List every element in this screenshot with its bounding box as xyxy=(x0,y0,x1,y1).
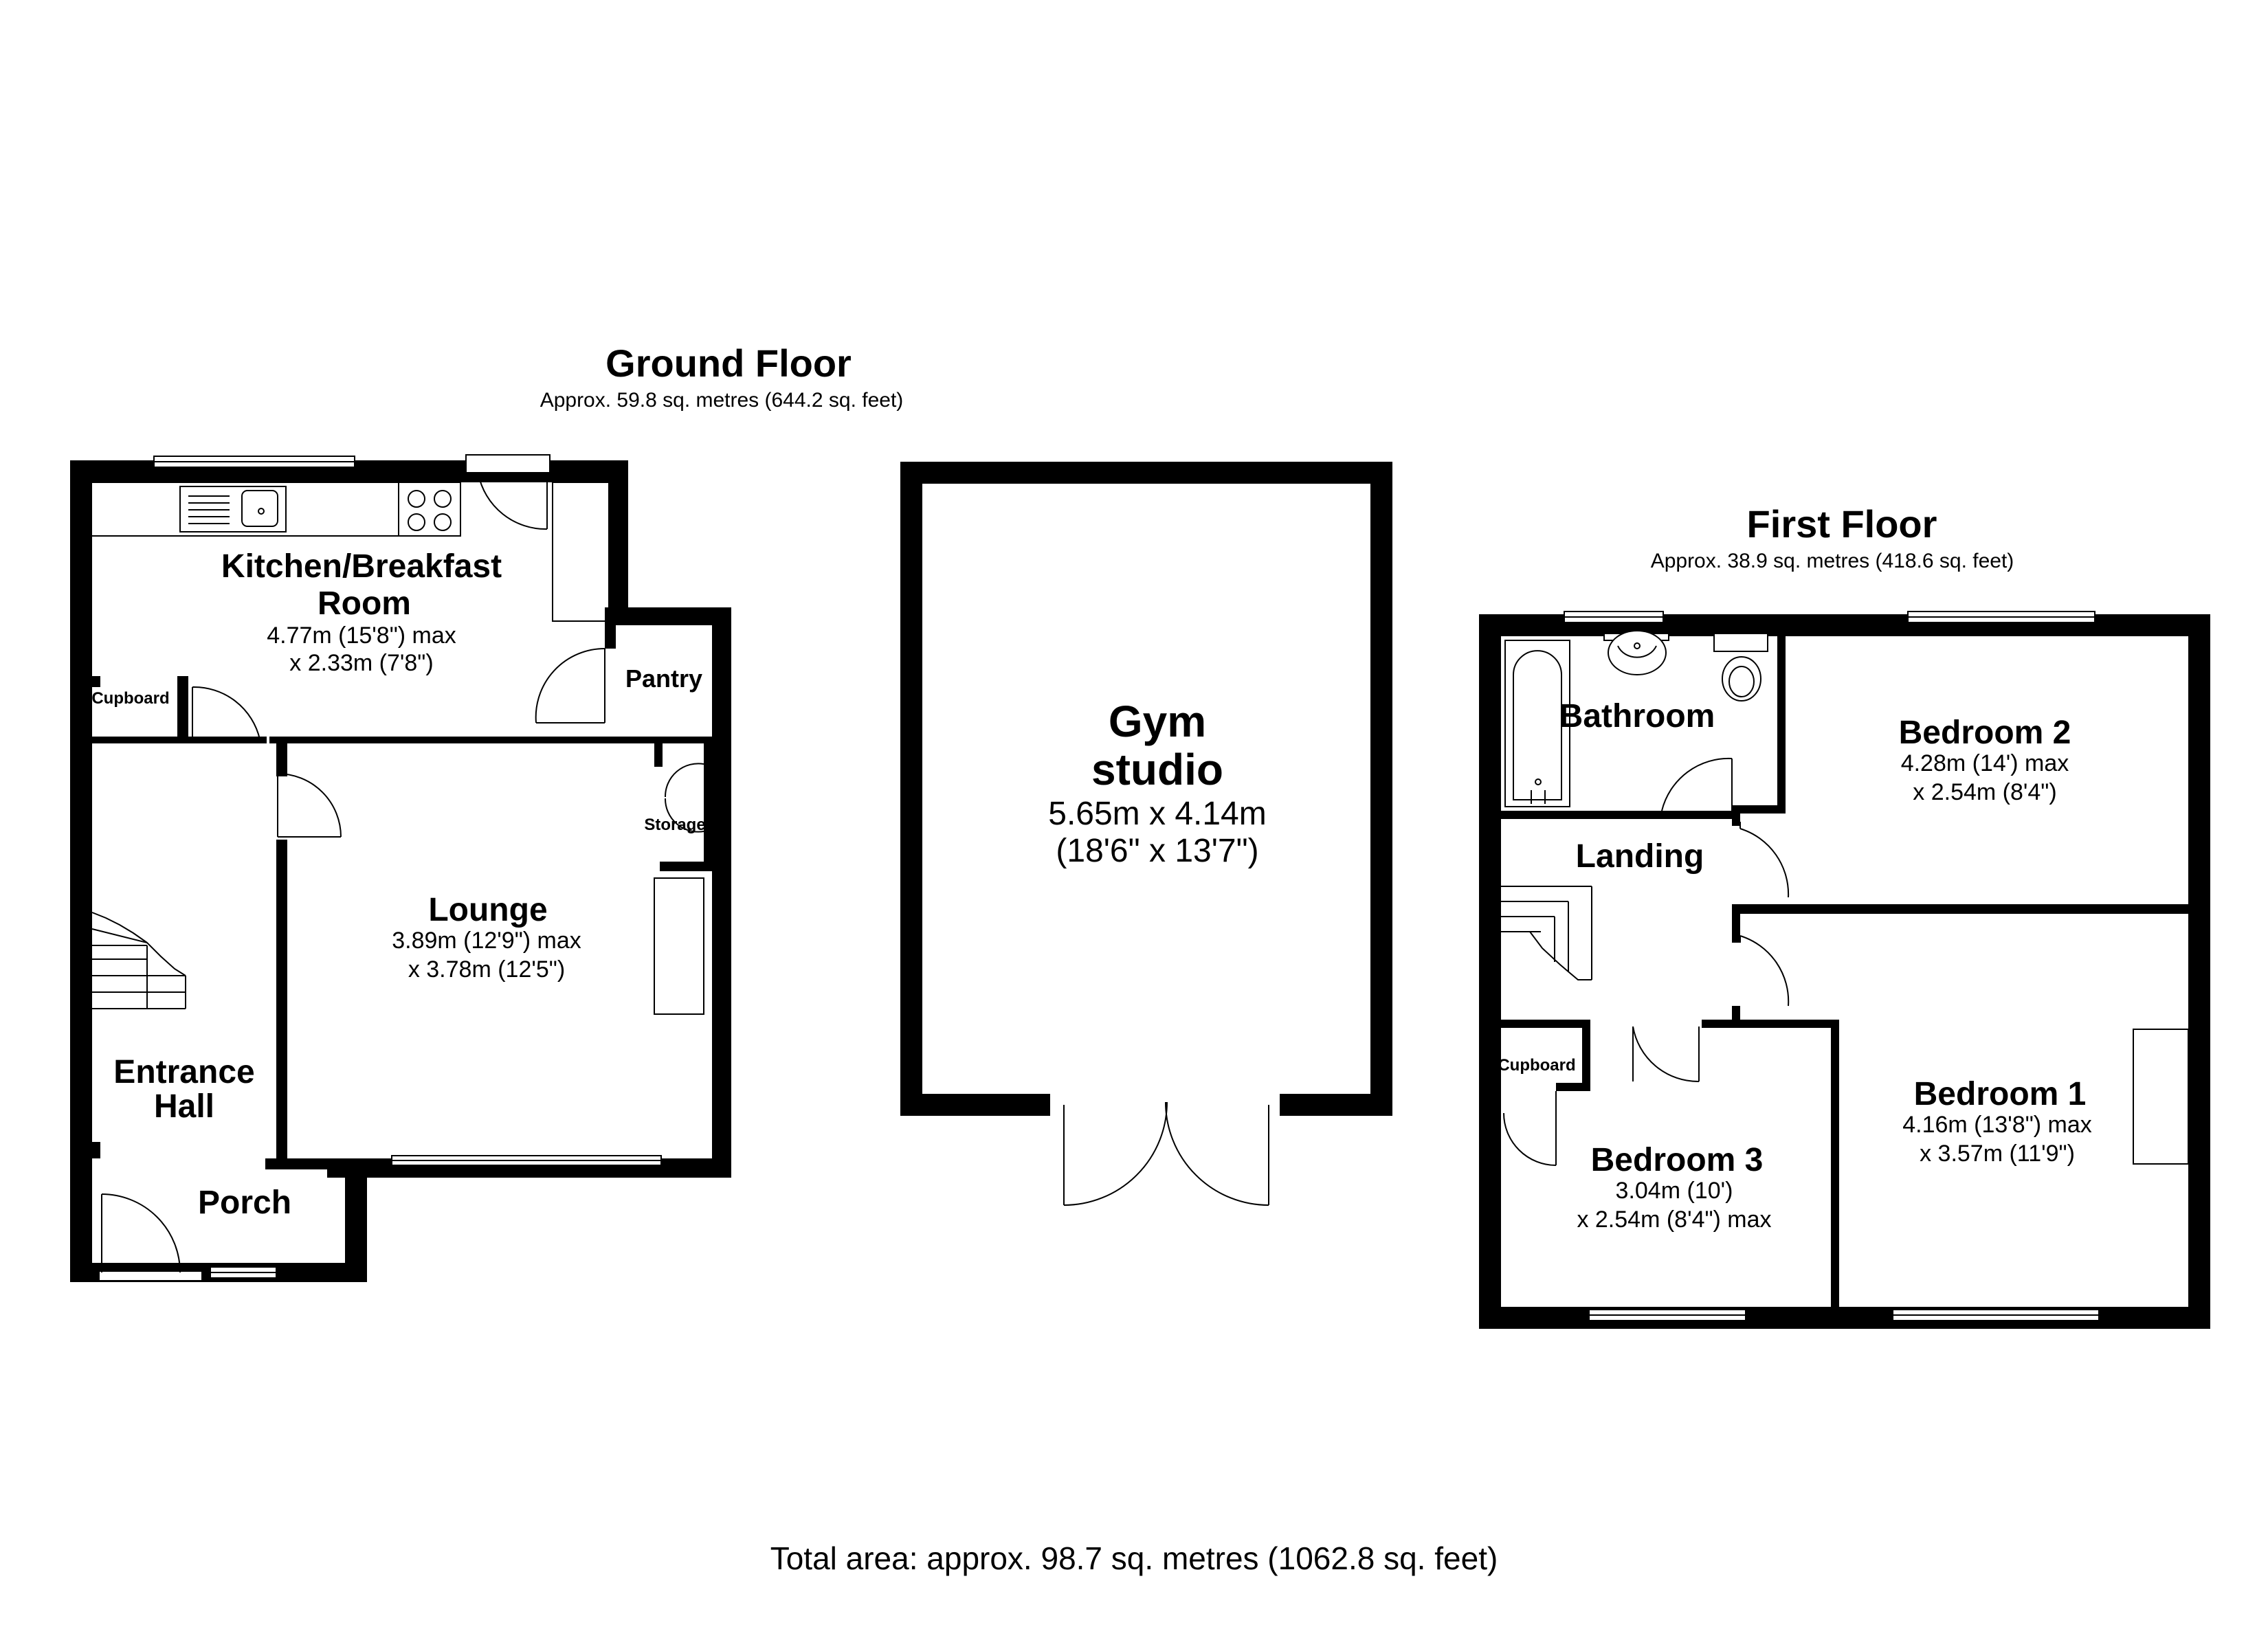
basin-icon xyxy=(1608,630,1667,675)
kitchen-dim-line1: 4.77m (15'8") max xyxy=(267,622,456,649)
ground-floor-title: Ground Floor xyxy=(605,341,852,385)
lounge-dim-line1: 3.89m (12'9") max xyxy=(392,928,581,954)
entrance-hall-name-line1: Entrance xyxy=(113,1054,254,1090)
bedroom3-dim-line2: x 2.54m (8'4") max xyxy=(1577,1207,1771,1233)
bedroom1-chimney-breast xyxy=(2133,1029,2189,1165)
first-floor-title: First Floor xyxy=(1747,502,1937,546)
total-area: Total area: approx. 98.7 sq. metres (106… xyxy=(770,1540,1498,1576)
kitchen-name-line2: Room xyxy=(318,585,411,622)
stairs-icon xyxy=(91,912,186,1009)
bedroom1-name: Bedroom 1 xyxy=(1914,1076,2087,1112)
ground-floor-area: Approx. 59.8 sq. metres (644.2 sq. feet) xyxy=(540,389,904,412)
ground-floor-windows xyxy=(98,456,662,1281)
first-cupboard-name: Cupboard xyxy=(1498,1056,1575,1075)
bedroom1-dim-line2: x 3.57m (11'9") xyxy=(1920,1141,2075,1167)
lounge-name: Lounge xyxy=(428,892,547,928)
hob-icon xyxy=(398,482,461,537)
bathroom-fixtures xyxy=(1504,630,1768,807)
gym-studio-plan: Gym studio 5.65m x 4.14m (18'6" x 13'7") xyxy=(900,462,1392,1206)
gym-name-line2: studio xyxy=(1091,745,1223,794)
first-floor-plan: First Floor Approx. 38.9 sq. metres (418… xyxy=(1479,502,2210,1329)
kitchen-name-line1: Kitchen/Breakfast xyxy=(221,548,502,585)
ground-cupboard-name: Cupboard xyxy=(91,689,169,708)
first-floor-area: Approx. 38.9 sq. metres (418.6 sq. feet) xyxy=(1651,550,2014,572)
first-floor-doors xyxy=(1503,757,1790,1166)
kitchen-dim-line2: x 2.33m (7'8") xyxy=(289,650,433,676)
bedroom2-name: Bedroom 2 xyxy=(1899,715,2071,751)
gym-dim-line2: (18'6" x 13'7") xyxy=(1056,833,1258,869)
bedroom2-dim-line1: 4.28m (14') max xyxy=(1901,750,2069,776)
pantry-name: Pantry xyxy=(625,664,702,693)
bedroom1-dim-line1: 4.16m (13'8") max xyxy=(1902,1112,2092,1138)
bathroom-name: Bathroom xyxy=(1559,698,1715,734)
bedroom3-name: Bedroom 3 xyxy=(1591,1142,1764,1178)
ground-floor-doors xyxy=(101,454,704,1273)
double-door-icon xyxy=(1063,1101,1269,1206)
landing-name: Landing xyxy=(1576,838,1704,875)
ground-floor-plan: Ground Floor Approx. 59.8 sq. metres (64… xyxy=(70,341,903,1282)
entrance-hall-name-line2: Hall xyxy=(154,1088,214,1125)
gym-name-line1: Gym xyxy=(1109,697,1206,746)
bedroom3-dim-line1: 3.04m (10') xyxy=(1616,1178,1733,1204)
gym-dim-line1: 5.65m x 4.14m xyxy=(1048,796,1266,832)
first-floor-windows xyxy=(1564,611,2100,1321)
storage-name: Storage xyxy=(644,816,705,834)
lounge-dim-line2: x 3.78m (12'5") xyxy=(408,956,565,983)
chimney-breast xyxy=(654,877,704,1015)
kitchen-fixtures xyxy=(89,482,610,622)
porch-name: Porch xyxy=(198,1185,291,1221)
bedroom2-dim-line2: x 2.54m (8'4") xyxy=(1913,779,2056,805)
first-floor-stairs-icon xyxy=(1501,886,1592,980)
toilet-icon xyxy=(1722,656,1761,702)
